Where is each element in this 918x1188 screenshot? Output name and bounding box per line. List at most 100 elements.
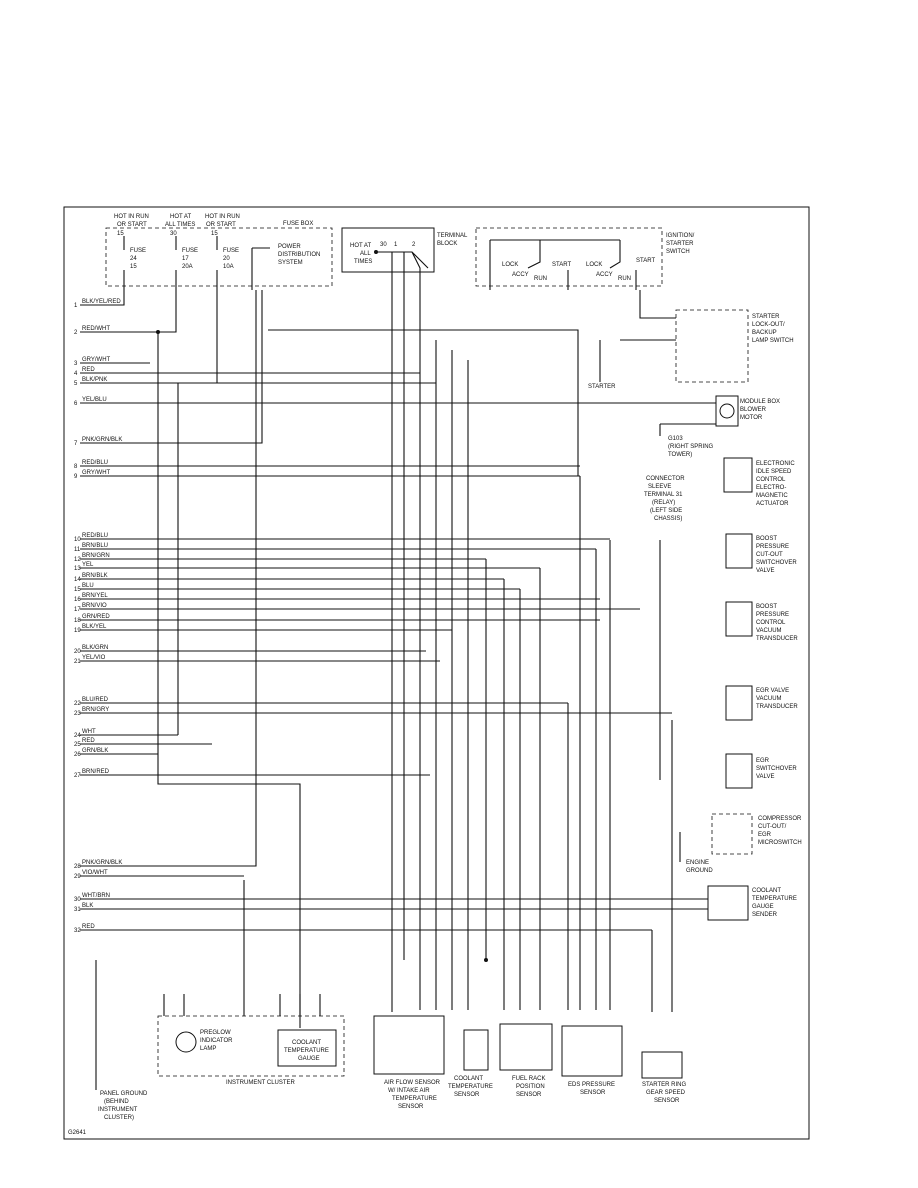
svg-text:BOOST: BOOST bbox=[756, 604, 777, 610]
wire-label-19: BLK/YEL bbox=[82, 624, 107, 630]
svg-text:TRANSDUCER: TRANSDUCER bbox=[756, 704, 798, 710]
svg-text:STARTER RING: STARTER RING bbox=[642, 1082, 686, 1088]
wire-label-11: BRN/BLU bbox=[82, 543, 108, 549]
svg-text:ALL: ALL bbox=[360, 251, 371, 257]
svg-text:RUN: RUN bbox=[618, 276, 631, 282]
svg-text:CHASSIS): CHASSIS) bbox=[654, 516, 682, 522]
svg-text:30: 30 bbox=[380, 242, 387, 248]
svg-text:G103: G103 bbox=[668, 436, 683, 442]
svg-text:POWER: POWER bbox=[278, 244, 301, 250]
svg-text:ENGINE: ENGINE bbox=[686, 860, 709, 866]
terminal-block: TERMINAL BLOCK HOT AT ALL TIMES 30 1 2 bbox=[341, 227, 468, 290]
wire-number-19: 19 bbox=[74, 628, 81, 634]
wire-number-23: 23 bbox=[74, 711, 81, 717]
svg-text:TEMPERATURE: TEMPERATURE bbox=[392, 1096, 437, 1102]
svg-text:SWITCHOVER: SWITCHOVER bbox=[756, 560, 797, 566]
svg-text:BLOWER: BLOWER bbox=[740, 407, 767, 413]
svg-text:OR START: OR START bbox=[206, 222, 236, 228]
svg-text:LOCK: LOCK bbox=[586, 262, 602, 268]
svg-text:STARTER: STARTER bbox=[752, 314, 780, 320]
svg-text:(RIGHT SPRING: (RIGHT SPRING bbox=[668, 444, 714, 450]
wire-number-6: 6 bbox=[74, 401, 78, 407]
wire-label-16: BRN/YEL bbox=[82, 593, 108, 599]
wire-label-20: BLK/GRN bbox=[82, 645, 108, 651]
svg-text:FUEL RACK: FUEL RACK bbox=[512, 1076, 545, 1082]
svg-text:30: 30 bbox=[170, 231, 177, 237]
svg-text:TEMPERATURE: TEMPERATURE bbox=[284, 1048, 329, 1054]
svg-text:CUT-OUT: CUT-OUT bbox=[756, 552, 783, 558]
svg-text:LAMP SWITCH: LAMP SWITCH bbox=[752, 338, 794, 344]
svg-text:EDS PRESSURE: EDS PRESSURE bbox=[568, 1082, 615, 1088]
svg-text:HOT IN RUN: HOT IN RUN bbox=[114, 214, 149, 220]
wire-label-28: PNK/GRN/BLK bbox=[82, 860, 122, 866]
diagram-frame bbox=[63, 206, 810, 1140]
boost-cutout-valve: BOOST PRESSURE CUT-OUT SWITCHOVER VALVE bbox=[725, 533, 797, 574]
svg-text:(BEHIND: (BEHIND bbox=[104, 1099, 129, 1105]
wire-number-28: 28 bbox=[74, 864, 81, 870]
panel-ground: PANEL GROUND (BEHIND INSTRUMENT CLUSTER) bbox=[95, 960, 148, 1121]
fuel-rack-sensor: FUEL RACK POSITION SENSOR bbox=[499, 1023, 553, 1098]
svg-text:2: 2 bbox=[412, 242, 416, 248]
wire-number-12: 12 bbox=[74, 557, 81, 563]
wire-number-8: 8 bbox=[74, 464, 78, 470]
wire-label-24: WHT bbox=[82, 729, 96, 735]
wire-number-32: 32 bbox=[74, 928, 81, 934]
svg-text:COMPRESSOR: COMPRESSOR bbox=[758, 816, 802, 822]
wire-number-27: 27 bbox=[74, 773, 81, 779]
svg-text:LOCK: LOCK bbox=[502, 262, 518, 268]
svg-text:EGR VALVE: EGR VALVE bbox=[756, 688, 789, 694]
svg-text:SENSOR: SENSOR bbox=[580, 1090, 606, 1096]
svg-text:ACCY: ACCY bbox=[596, 272, 613, 278]
svg-text:HOT AT: HOT AT bbox=[170, 214, 191, 220]
svg-text:CONTROL: CONTROL bbox=[756, 477, 786, 483]
svg-text:TEMPERATURE: TEMPERATURE bbox=[752, 896, 797, 902]
wire-number-26: 26 bbox=[74, 752, 81, 758]
wire-label-21: YEL/VIO bbox=[82, 655, 106, 661]
svg-text:SYSTEM: SYSTEM bbox=[278, 260, 303, 266]
wire-number-10: 10 bbox=[74, 537, 81, 543]
svg-text:VACUUM: VACUUM bbox=[756, 628, 782, 634]
svg-text:VACUUM: VACUUM bbox=[756, 696, 782, 702]
svg-text:ELECTRO-: ELECTRO- bbox=[756, 485, 786, 491]
svg-text:TIMES: TIMES bbox=[354, 259, 372, 265]
svg-text:MICROSWITCH: MICROSWITCH bbox=[758, 840, 802, 846]
svg-text:ACCY: ACCY bbox=[512, 272, 529, 278]
wire-number-9: 9 bbox=[74, 474, 78, 480]
wire-number-18: 18 bbox=[74, 618, 81, 624]
instrument-cluster: INSTRUMENT CLUSTER PREGLOW INDICATOR LAM… bbox=[157, 880, 345, 1086]
svg-text:TERMINAL: TERMINAL bbox=[437, 233, 468, 239]
egr-switchover-valve: EGR SWITCHOVER VALVE bbox=[725, 753, 797, 789]
pds-lead bbox=[251, 247, 270, 290]
wire-number-24: 24 bbox=[74, 733, 81, 739]
svg-text:TEMPERATURE: TEMPERATURE bbox=[448, 1084, 493, 1090]
svg-text:(LEFT SIDE: (LEFT SIDE bbox=[650, 508, 682, 514]
svg-text:FUSE: FUSE bbox=[130, 248, 146, 254]
wire-number-22: 22 bbox=[74, 701, 81, 707]
svg-text:CLUSTER): CLUSTER) bbox=[104, 1115, 134, 1121]
svg-text:SENSOR: SENSOR bbox=[454, 1092, 480, 1098]
svg-text:SENSOR: SENSOR bbox=[516, 1092, 542, 1098]
wire-label-31: BLK bbox=[82, 903, 93, 909]
svg-text:OR START: OR START bbox=[117, 222, 147, 228]
svg-text:VALVE: VALVE bbox=[756, 774, 774, 780]
wire-label-8: RED/BLU bbox=[82, 460, 108, 466]
wire-label-1: BLK/YEL/RED bbox=[82, 299, 121, 305]
svg-text:POSITION: POSITION bbox=[516, 1084, 545, 1090]
wire-number-13: 13 bbox=[74, 566, 81, 572]
fuse-box: FUSE BOX HOT IN RUN OR START 15 FUSE 24 … bbox=[105, 214, 333, 290]
svg-text:BLOCK: BLOCK bbox=[437, 241, 457, 247]
svg-text:PANEL GROUND: PANEL GROUND bbox=[100, 1091, 148, 1097]
wire-label-26: GRN/BLK bbox=[82, 748, 108, 754]
svg-text:COOLANT: COOLANT bbox=[454, 1076, 483, 1082]
svg-text:BOOST: BOOST bbox=[756, 536, 777, 542]
wire-label-14: BRN/BLK bbox=[82, 573, 108, 579]
svg-text:CONTROL: CONTROL bbox=[756, 620, 786, 626]
svg-text:LOCK-OUT/: LOCK-OUT/ bbox=[752, 322, 785, 328]
svg-text:START: START bbox=[636, 258, 655, 264]
starter-ring-sensor: STARTER RING GEAR SPEED SENSOR bbox=[641, 1051, 686, 1104]
wire-number-2: 2 bbox=[74, 330, 78, 336]
wire-number-11: 11 bbox=[74, 547, 81, 553]
svg-text:15: 15 bbox=[211, 231, 218, 237]
wire-number-5: 5 bbox=[74, 381, 78, 387]
